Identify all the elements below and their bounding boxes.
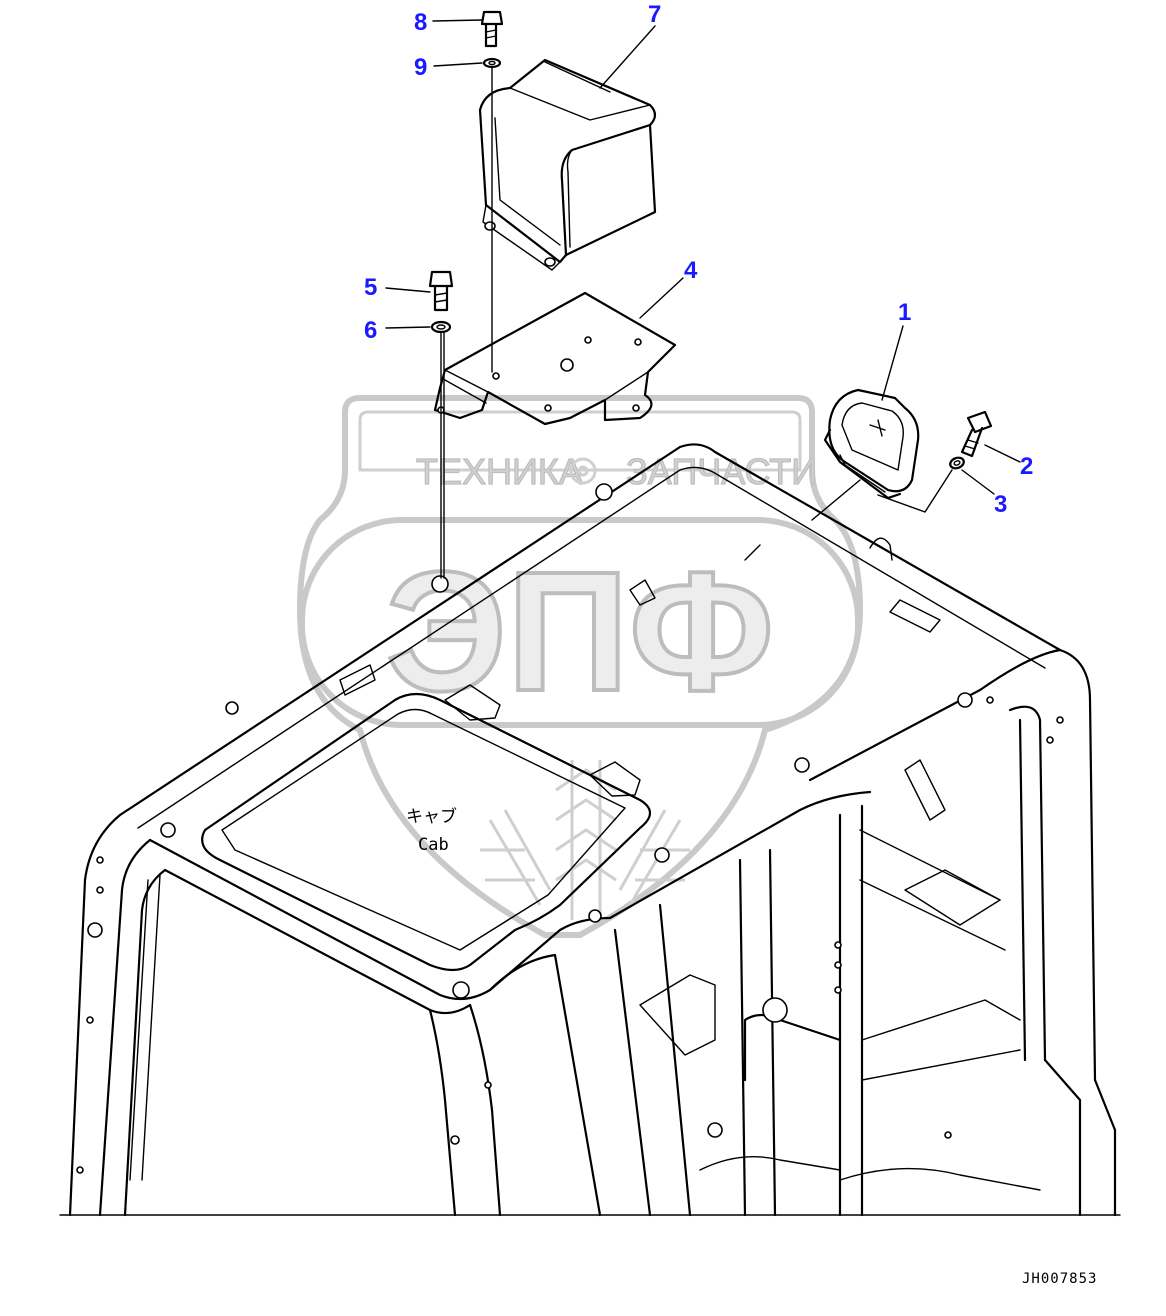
assembly-lines <box>440 67 953 579</box>
part-7-cover <box>478 58 657 271</box>
part-6-washer <box>430 320 452 334</box>
cab-caption-jp: キャブ <box>406 806 457 827</box>
part-9-washer <box>482 57 502 69</box>
part-4-bracket <box>433 291 677 426</box>
callout-8: 8 <box>414 9 427 36</box>
callout-9: 9 <box>414 54 427 81</box>
watermark-text-right: ЗАПЧАСТИ <box>626 451 817 492</box>
leader-lines <box>385 19 1021 495</box>
callout-3: 3 <box>994 491 1007 518</box>
callout-7: 7 <box>648 1 661 28</box>
cab-frame <box>59 443 1121 1217</box>
watermark-wheat-icon <box>480 760 690 920</box>
callouts: 1 2 3 4 5 6 7 8 9 <box>364 1 1033 518</box>
callout-6: 6 <box>364 317 377 344</box>
callout-1: 1 <box>898 299 911 326</box>
part-8-bolt <box>480 10 504 48</box>
callout-2: 2 <box>1020 453 1033 480</box>
cab-caption-en: Cab <box>418 835 449 855</box>
part-3-washer <box>949 456 965 470</box>
part-5-bolt <box>428 270 454 312</box>
watermark: ТЕХНИКА ЗАПЧАСТИ ЭПФ <box>296 395 864 938</box>
part-1-alarm <box>823 388 920 500</box>
part-2-bolt <box>960 410 993 458</box>
watermark-gear-icon <box>569 457 597 485</box>
callout-4: 4 <box>684 257 698 284</box>
callout-5: 5 <box>364 274 377 301</box>
drawing-code: JH007853 <box>1022 1271 1097 1287</box>
